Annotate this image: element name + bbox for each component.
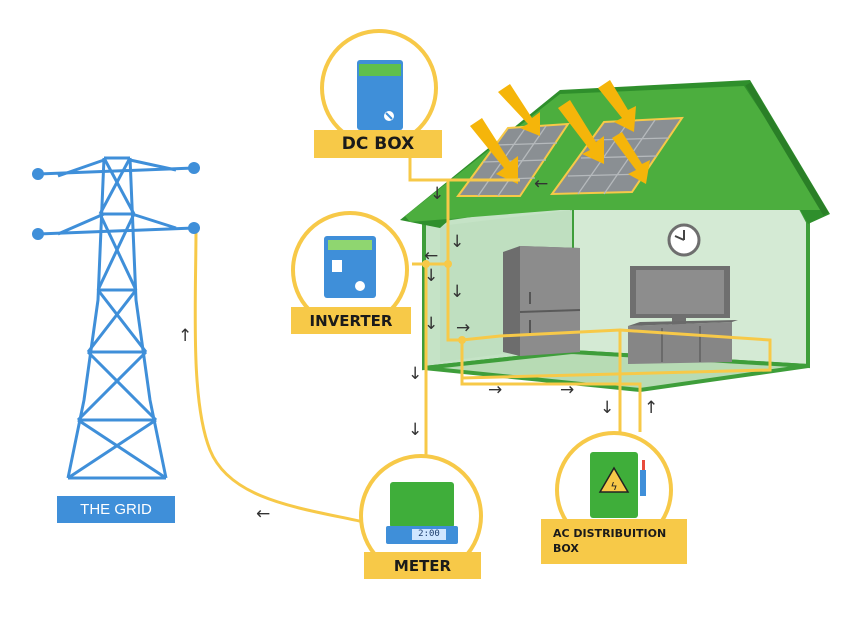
wires bbox=[193, 156, 772, 524]
arrow-down: ↓ bbox=[450, 282, 465, 302]
inverter-device bbox=[291, 211, 409, 329]
dc-box-device bbox=[320, 29, 438, 147]
ac-box-label: AC DISTRIBUITION BOX bbox=[541, 519, 687, 564]
arrow-right: → bbox=[456, 318, 471, 338]
svg-text:ϟ: ϟ bbox=[610, 480, 617, 493]
arrow-left: ← bbox=[256, 504, 271, 524]
arrow-left: ← bbox=[424, 246, 439, 266]
grid-label: THE GRID bbox=[57, 496, 175, 523]
clock-icon bbox=[667, 223, 701, 257]
arrow-left: ← bbox=[534, 174, 549, 194]
meter-display: 2:00 bbox=[418, 529, 440, 539]
arrow-right: → bbox=[488, 380, 503, 400]
arrow-down: ↓ bbox=[408, 420, 423, 440]
refrigerator-icon bbox=[503, 246, 581, 356]
meter-device bbox=[359, 454, 483, 578]
arrow-down: ↓ bbox=[424, 314, 439, 334]
tower-insulators bbox=[32, 162, 200, 240]
arrow-down: ↓ bbox=[408, 364, 423, 384]
arrow-down: ↓ bbox=[430, 184, 445, 204]
inverter-label: INVERTER bbox=[291, 307, 411, 334]
tv-cabinet bbox=[628, 320, 738, 364]
ac-box-device: ϟ bbox=[555, 431, 673, 549]
television-icon bbox=[630, 266, 730, 328]
arrow-down: ↓ bbox=[450, 232, 465, 252]
arrow-down: ↓ bbox=[424, 266, 439, 286]
wire-joints bbox=[422, 260, 466, 344]
sun-ray-icon bbox=[470, 80, 650, 184]
arrow-down: ↓ bbox=[600, 398, 615, 418]
dc-box-label: DC BOX bbox=[314, 130, 442, 158]
arrow-up: ↑ bbox=[178, 326, 193, 346]
arrow-right: → bbox=[560, 380, 575, 400]
meter-label: METER bbox=[364, 552, 481, 579]
transmission-tower-icon bbox=[37, 156, 195, 480]
arrow-up: ↑ bbox=[644, 398, 659, 418]
house-gable-edge bbox=[745, 82, 829, 216]
